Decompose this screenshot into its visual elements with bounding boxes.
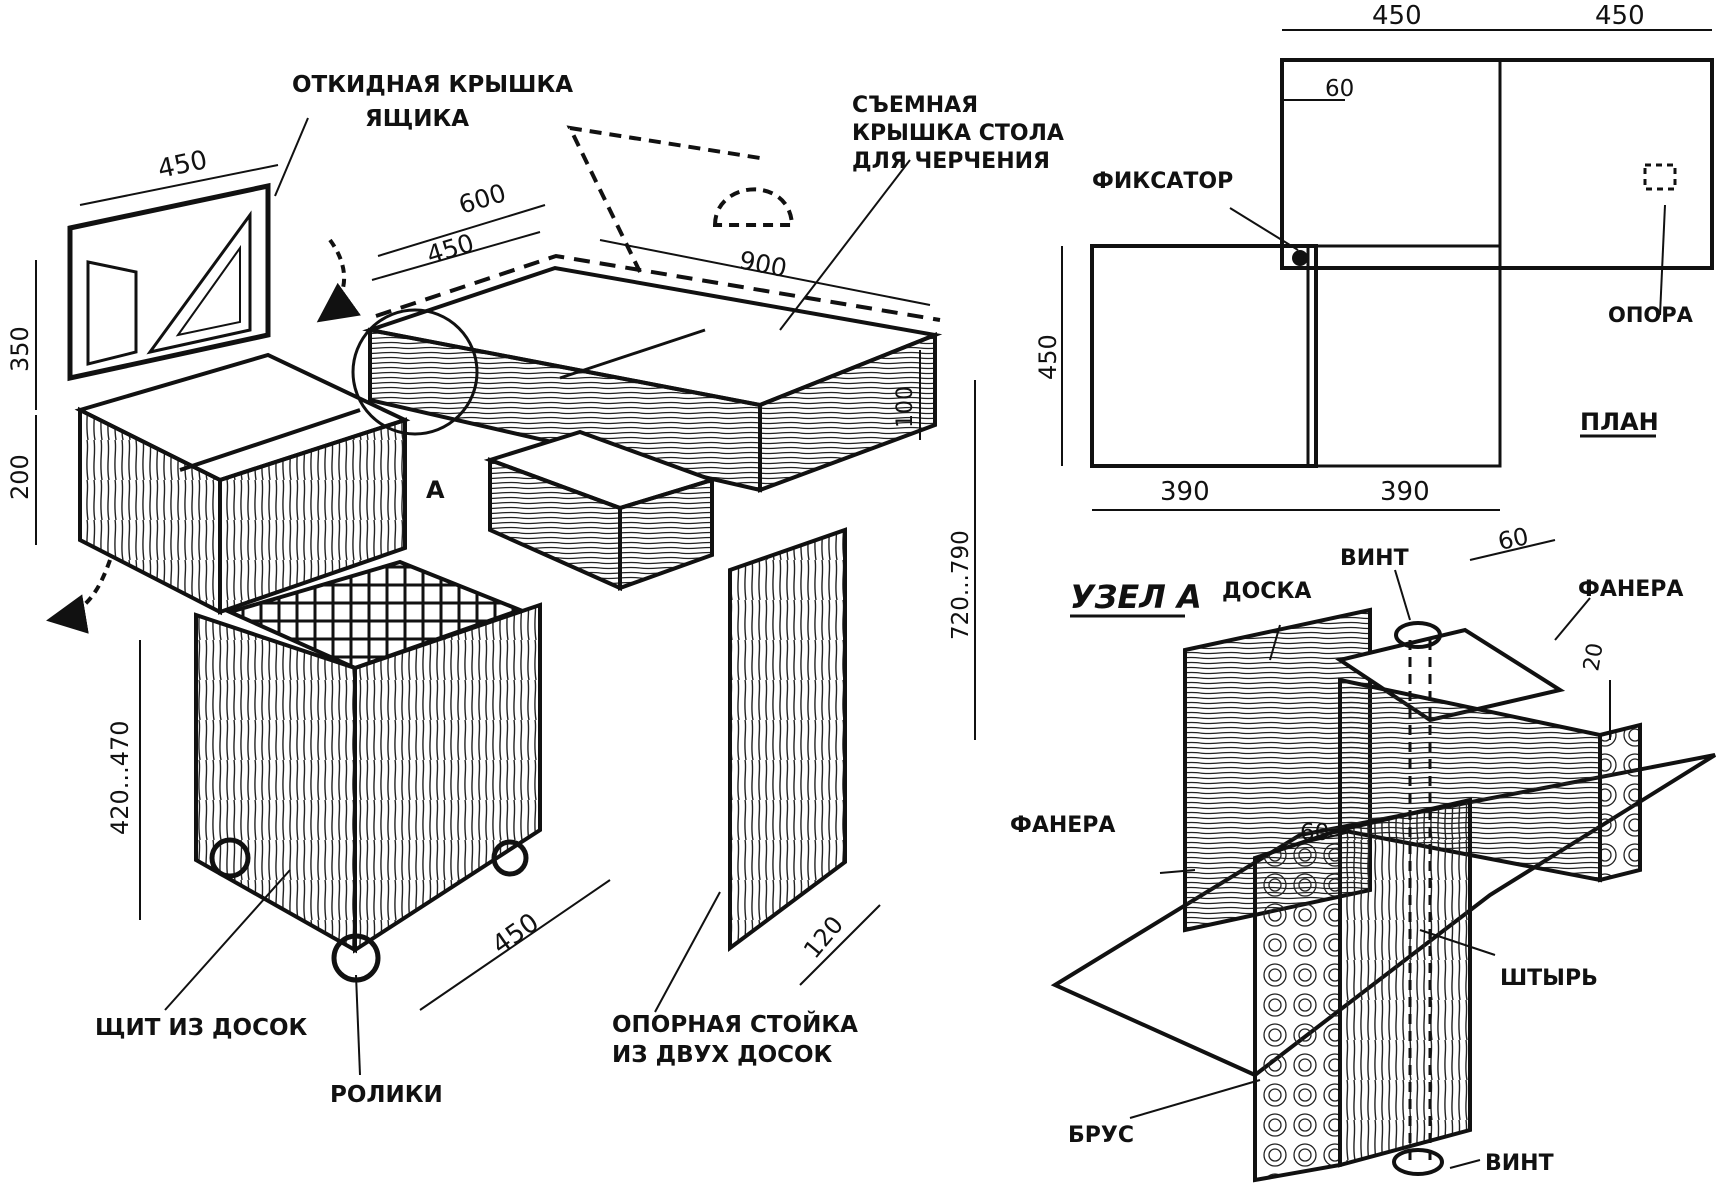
label-removable-top-line2: КРЫШКА СТОЛА xyxy=(852,121,1064,146)
label-screw-top: ВИНТ xyxy=(1340,546,1409,571)
label-support-line1: ОПОРНАЯ СТОЙКА xyxy=(612,1010,858,1038)
plan-rect-left xyxy=(1090,244,1318,468)
dim-node-bar-width: 60 xyxy=(1300,820,1329,846)
stool xyxy=(194,559,542,983)
label-board-panel: ЩИТ ИЗ ДОСОК xyxy=(95,1015,308,1041)
dim-plan-bottom-right: 390 xyxy=(1380,477,1430,507)
dim-top-length: 900 xyxy=(737,245,789,283)
label-prop: ОПОРА xyxy=(1608,303,1694,327)
label-group: ОТКИДНАЯ КРЫШКА ЯЩИКА СЪЕМНАЯ КРЫШКА СТО… xyxy=(95,72,1694,1176)
label-bar: БРУС xyxy=(1068,1123,1134,1148)
label-board: ДОСКА xyxy=(1222,579,1311,604)
label-lid-box-line1: ОТКИДНАЯ КРЫШКА xyxy=(292,72,573,98)
dim-node-top-width: 60 xyxy=(1495,522,1531,556)
dim-lid-height: 350 xyxy=(6,326,34,372)
label-lid-box-line2: ЯЩИКА xyxy=(365,106,469,132)
dim-plan-offset: 60 xyxy=(1325,76,1354,102)
label-plywood-right: ФАНЕРА xyxy=(1578,577,1683,602)
dim-top-thickness: 100 xyxy=(893,386,918,428)
plan-rect-top xyxy=(1280,58,1714,270)
dim-post-width: 120 xyxy=(798,911,849,964)
isometric-view xyxy=(35,117,976,1076)
dim-box-height: 200 xyxy=(6,454,34,500)
dim-leg-height: 420...470 xyxy=(106,720,134,835)
dim-lid-width: 450 xyxy=(155,145,210,185)
dim-base-depth: 450 xyxy=(487,908,545,961)
label-fixator: ФИКСАТОР xyxy=(1092,169,1233,194)
dim-table-height: 720...790 xyxy=(948,530,974,640)
label-screw-bottom: ВИНТ xyxy=(1485,1151,1554,1176)
dim-top-width-450: 450 xyxy=(423,228,477,270)
label-plywood-left: ФАНЕРА xyxy=(1010,813,1115,838)
label-node-a-title: УЗЕЛ А xyxy=(1070,578,1202,616)
label-removable-top-line1: СЪЕМНАЯ xyxy=(852,93,978,118)
dim-node-plywood-thk: 20 xyxy=(1579,641,1608,673)
plan-rect-right xyxy=(1306,244,1502,468)
dim-plan-bottom-left: 390 xyxy=(1160,477,1210,507)
label-pin: ШТЫРЬ xyxy=(1500,966,1598,991)
dim-plan-top-right: 450 xyxy=(1595,1,1645,31)
dim-plan-side: 450 xyxy=(1034,334,1062,380)
box-body xyxy=(74,352,411,616)
box-lid xyxy=(67,182,271,382)
label-rollers: РОЛИКИ xyxy=(330,1082,443,1108)
label-node-a-marker: А xyxy=(426,476,445,504)
bar-end-grain xyxy=(1253,827,1342,1183)
label-plan: ПЛАН xyxy=(1580,408,1659,436)
label-support-line2: ИЗ ДВУХ ДОСОК xyxy=(612,1042,833,1068)
dim-plan-top-left: 450 xyxy=(1372,1,1422,31)
node-a-view xyxy=(1050,539,1717,1183)
label-removable-top-line3: ДЛЯ ЧЕРЧЕНИЯ xyxy=(852,149,1050,174)
desk xyxy=(351,125,943,952)
dim-top-width-600: 600 xyxy=(455,178,509,220)
plan-view xyxy=(1061,29,1714,511)
